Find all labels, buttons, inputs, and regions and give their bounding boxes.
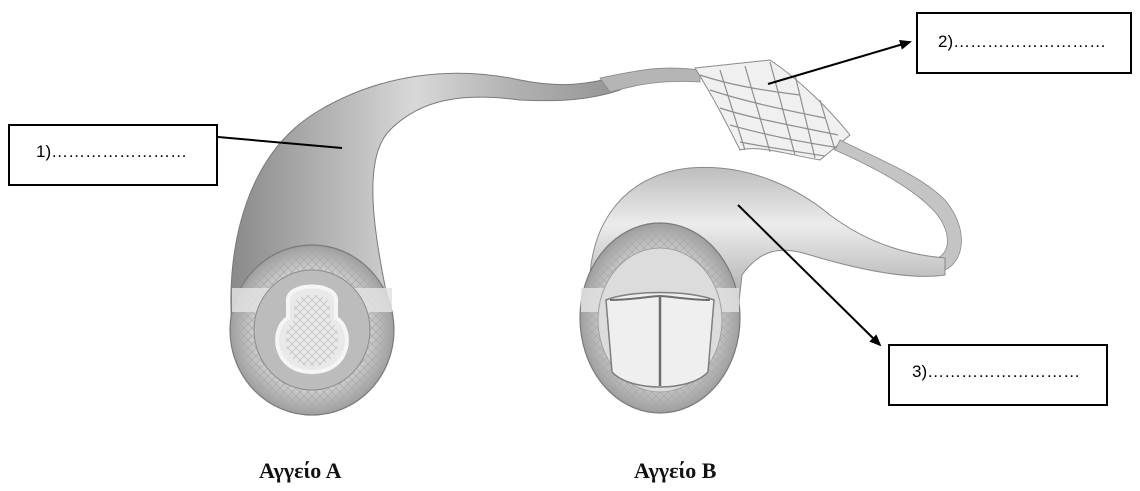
vessel-b-caption: Αγγείο Β [634,458,716,484]
answer-label-1: 1)…………………… [36,142,187,161]
answer-label-2: 2)……………………… [938,32,1106,51]
capillary-bed [695,60,850,160]
answer-box-1[interactable]: 1)…………………… [8,124,218,186]
capillary-network [695,60,850,160]
answer-box-3[interactable]: 3)……………………… [888,344,1108,406]
answer-box-2[interactable]: 2)……………………… [916,12,1132,74]
vessel-a-caption: Αγγείο Α [259,458,341,484]
arteriole [600,68,700,92]
pointer-arrow-2 [768,42,910,84]
answer-label-3: 3)……………………… [912,362,1080,381]
